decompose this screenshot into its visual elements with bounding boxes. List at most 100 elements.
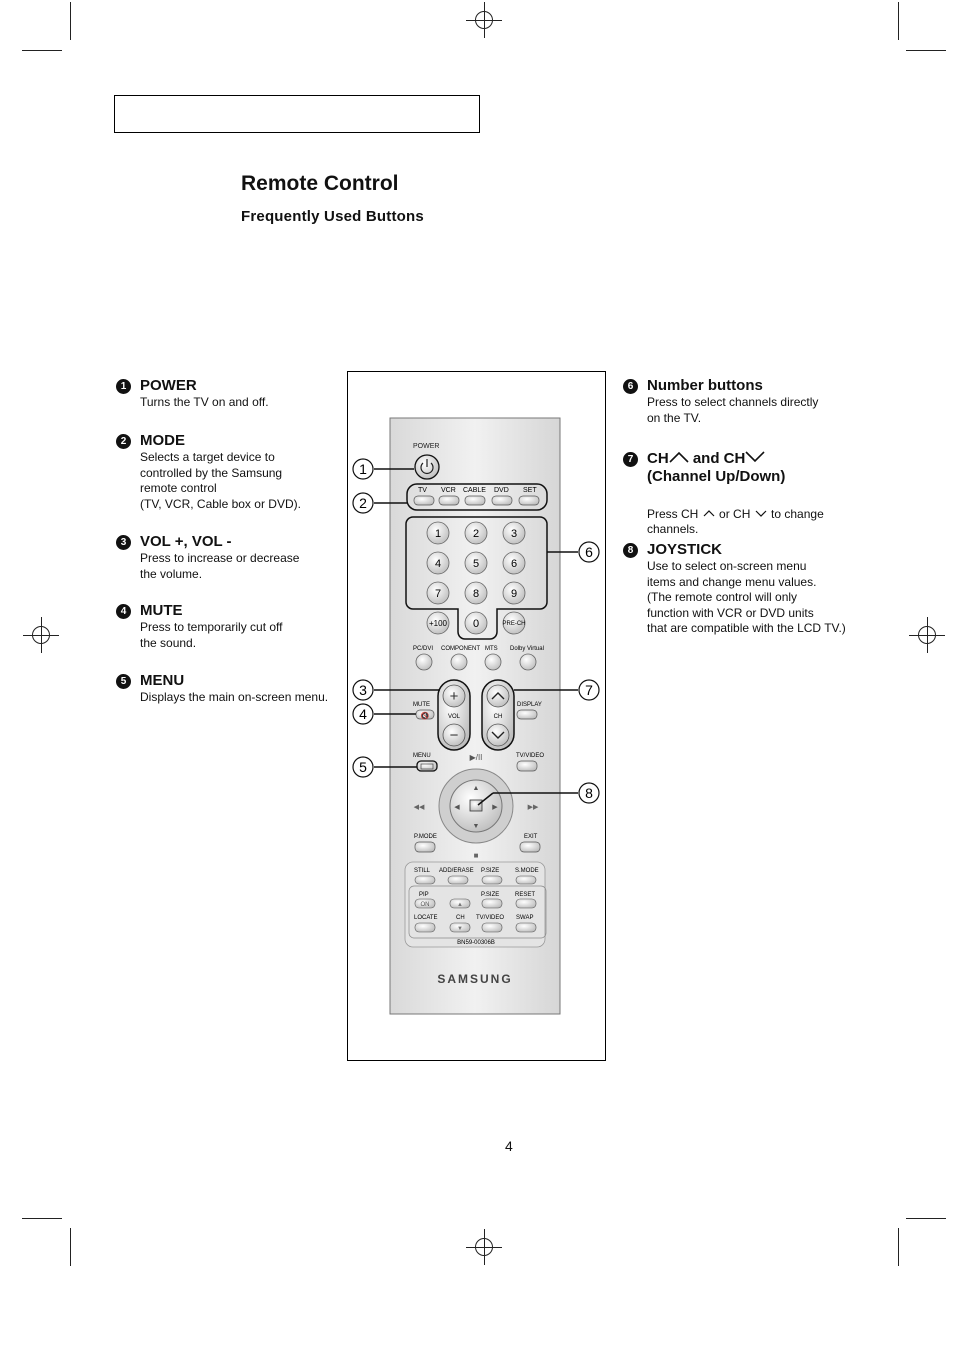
chevron-up-icon: [703, 509, 715, 516]
number-key-0: [464, 611, 488, 635]
pmode-label: P.MODE: [414, 834, 437, 840]
pmode-button: [414, 841, 436, 853]
vol-label: VOL: [448, 714, 461, 720]
number-keys: 1 2 3 4 5 6 7 8 9 +100 0 PRE-CH: [426, 521, 526, 635]
pip-ch-down-button: [449, 922, 471, 933]
registration-mark-top: [466, 2, 502, 38]
add-erase-button: [447, 875, 469, 885]
still-label: STILL: [414, 868, 431, 874]
callout-1: [352, 458, 374, 480]
chevron-up-icon: [669, 451, 689, 463]
registration-mark-left: [23, 617, 59, 653]
item-description: Selects a target device to controlled by…: [140, 450, 301, 511]
item-channel: 7 CH and CH (Channel Up/Down) Press CH o…: [623, 450, 824, 538]
display-button: [516, 709, 538, 720]
registration-mark-right: [909, 617, 945, 653]
samsung-logo: SAMSUNG: [437, 972, 512, 986]
pip-cluster-outline: [408, 885, 547, 939]
arrow-up-icon: ▲: [473, 785, 480, 792]
number-key-label: 4: [435, 558, 441, 570]
desc-part: channels.: [647, 522, 699, 536]
number-key-label: 2: [473, 528, 479, 540]
bottom-cluster-outline: [404, 861, 546, 948]
number-key-1: [426, 521, 450, 545]
rewind-label: ◀◀: [414, 804, 425, 811]
mode-button-dvd: [491, 495, 513, 506]
source-label-mts: MTS: [485, 646, 498, 652]
pip-ch-up-button: [449, 898, 471, 909]
number-key-4: [426, 551, 450, 575]
mode-button-cable: [464, 495, 486, 506]
number-key-label: 9: [511, 588, 517, 600]
callout-8: [578, 782, 600, 804]
menu-icon: [420, 763, 434, 770]
menu-label: MENU: [413, 753, 431, 759]
psize-button: [481, 875, 503, 885]
mts-button: [484, 653, 502, 671]
number-key-label: 0: [473, 618, 479, 630]
exit-button: [519, 841, 541, 853]
crop-mark: [70, 2, 71, 40]
item-description: Press to increase or decrease the volume…: [140, 551, 300, 581]
pip-label: PIP: [419, 892, 429, 898]
prech-label: PRE-CH: [502, 621, 525, 627]
crop-mark: [22, 1218, 62, 1219]
callout-2: [352, 492, 374, 514]
mode-button-tv: [413, 495, 435, 506]
number-key-9: [502, 581, 526, 605]
item-description: Turns the TV on and off.: [140, 395, 269, 409]
power-label: POWER: [413, 443, 439, 450]
desc-part: or CH: [715, 506, 754, 521]
menu-button: [416, 760, 438, 772]
number-key-6: [502, 551, 526, 575]
number-key-7: [426, 581, 450, 605]
exit-label: EXIT: [524, 834, 538, 840]
chevron-down-icon: [491, 731, 505, 739]
callout-4: [352, 703, 374, 725]
remote-illustration-frame: [347, 371, 606, 1061]
desc-part: Press CH: [647, 506, 702, 521]
pip-tvvideo-label: TV/VIDEO: [476, 915, 504, 921]
stop-label: ■: [474, 851, 479, 860]
number-key-label: 5: [473, 558, 479, 570]
bullet-number: 2: [116, 434, 131, 449]
plus100-button: [426, 611, 450, 635]
callout-number: 7: [585, 682, 593, 698]
component-button: [450, 653, 468, 671]
chevron-down-icon: [755, 510, 767, 517]
item-label: MENU: [140, 672, 185, 689]
reset-button: [515, 898, 537, 909]
pip-on-label: ON: [421, 902, 430, 908]
item-label: JOYSTICK: [647, 541, 723, 558]
pcdvi-button: [415, 653, 433, 671]
label-ch-up: CH: [647, 450, 669, 467]
item-label: MODE: [140, 432, 185, 449]
pip-on-button: [414, 898, 436, 909]
locate-label: LOCATE: [414, 915, 438, 921]
reset-label: RESET: [515, 892, 535, 898]
mode-button-vcr: [438, 495, 460, 506]
pip-tvvideo-button: [481, 922, 503, 933]
crop-mark: [898, 2, 899, 40]
crop-mark: [70, 1228, 71, 1266]
mode-label-tv: TV: [418, 487, 427, 494]
bullet-number: 5: [116, 674, 131, 689]
callout-number: 6: [585, 544, 593, 560]
add-erase-label: ADD/ERASE: [439, 868, 474, 874]
label-ch-down: and CH: [688, 450, 746, 467]
item-label: MUTE: [140, 602, 183, 619]
plus-icon: +: [450, 688, 459, 705]
bullet-number: 1: [116, 379, 131, 394]
crop-mark: [898, 1228, 899, 1266]
display-label: DISPLAY: [517, 702, 542, 708]
fast-forward-label: ▶▶: [528, 804, 539, 811]
bullet-number: 3: [116, 535, 131, 550]
psize2-button: [481, 898, 503, 909]
number-key-label: 8: [473, 588, 479, 600]
bullet-number: 7: [623, 452, 638, 467]
mode-group-outline: [406, 483, 548, 511]
swap-label: SWAP: [516, 915, 533, 921]
